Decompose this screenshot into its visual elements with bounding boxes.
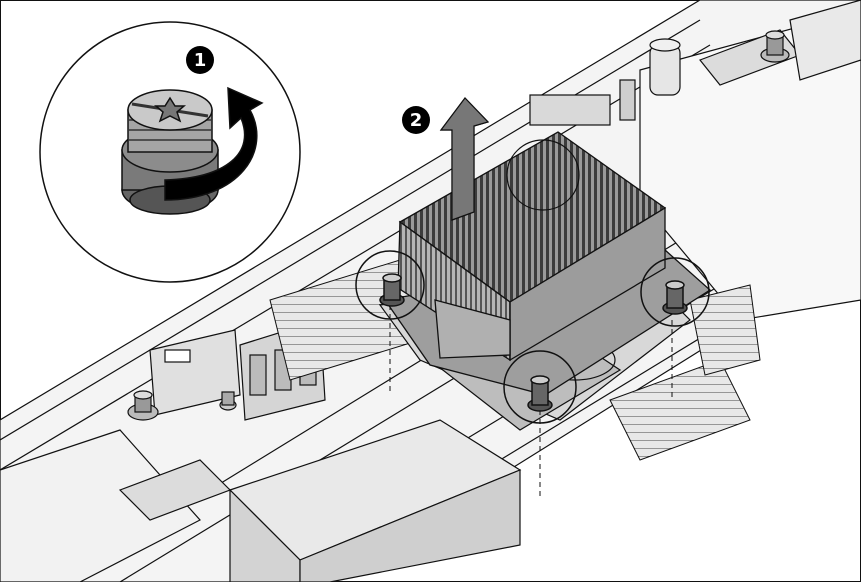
memory-slots-right (609, 284, 761, 461)
step-2-number: 2 (410, 110, 423, 131)
top-right-component (529, 0, 861, 321)
step-1-number: 1 (194, 50, 207, 71)
rotate-ccw-arrow-icon (164, 86, 264, 201)
screw-callout-right (640, 257, 710, 327)
lift-up-arrow-icon (439, 97, 490, 221)
drive-bay (0, 419, 522, 582)
heatsink (383, 131, 712, 396)
board-screw-left (127, 390, 159, 421)
detail-inset (39, 21, 301, 283)
screw-callout-left (355, 250, 425, 320)
screw-callout-front (503, 350, 577, 424)
step-2-badge: 2 (402, 106, 430, 134)
step-1-badge: 1 (186, 46, 214, 74)
alignment-guides (389, 305, 673, 500)
corner-screw-top-right (760, 30, 790, 63)
thermal-label-highlight (506, 139, 580, 211)
